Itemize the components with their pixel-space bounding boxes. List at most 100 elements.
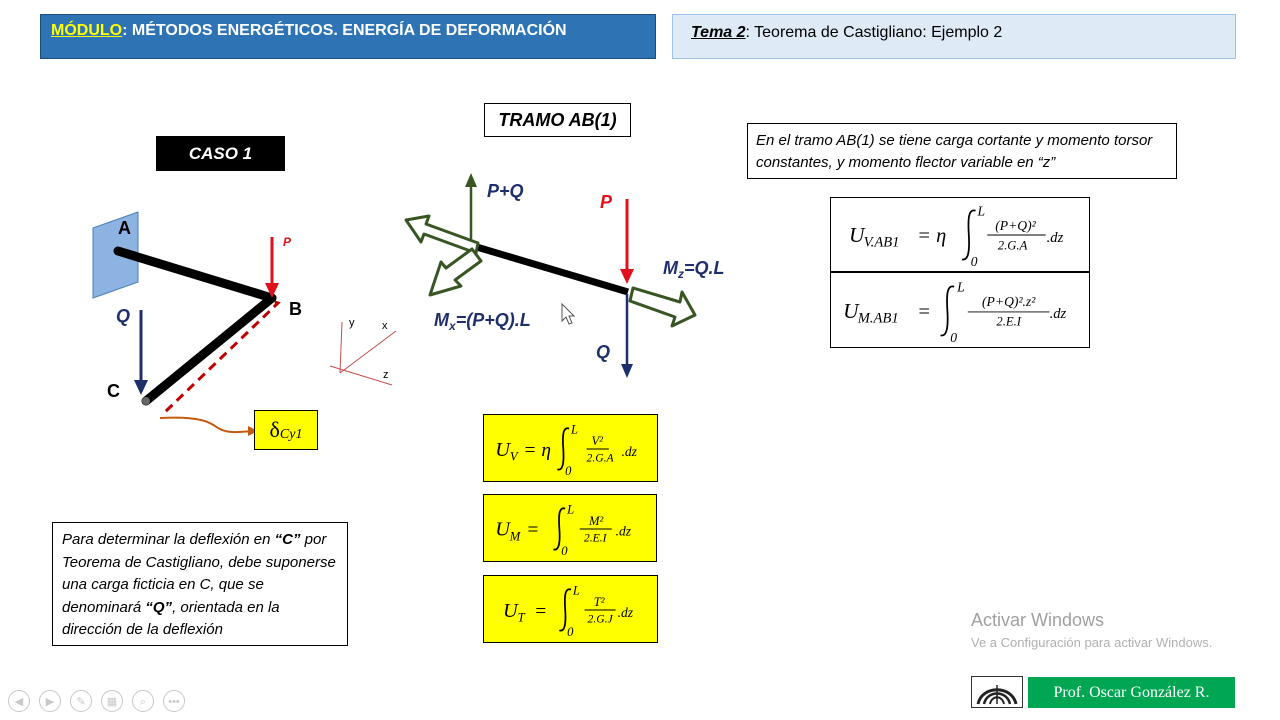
topic-label: Tema 2 (691, 24, 746, 41)
svg-text:U: U (503, 600, 519, 622)
tramo-ab-diagram: P+Q P Q Mz=Q.L Mx=(P+Q).L (404, 173, 725, 378)
university-logo-icon (971, 676, 1023, 708)
svg-text:L: L (570, 422, 578, 436)
svg-text:2.G.J: 2.G.J (588, 613, 614, 626)
delta-symbol: δ (269, 417, 280, 442)
svg-text:U: U (843, 299, 860, 323)
svg-text:0: 0 (971, 254, 978, 269)
load-p-label: P (283, 235, 292, 249)
mouse-cursor-icon (561, 302, 576, 325)
svg-text:.dz: .dz (1050, 306, 1067, 322)
integral-sign (557, 427, 570, 471)
svg-text:0: 0 (565, 464, 572, 478)
pen-icon[interactable]: ✎ (70, 690, 92, 712)
tramo-label: TRAMO AB(1) (484, 103, 631, 137)
next-slide-icon[interactable]: ▶ (39, 690, 61, 712)
load-q-label: Q (116, 306, 130, 326)
fixed-wall (92, 211, 139, 299)
member-bc (141, 293, 277, 406)
delta-subscript: Cy1 (279, 427, 303, 442)
point-a-label: A (118, 218, 131, 238)
topic-title: : Teorema de Castigliano: Ejemplo 2 (745, 24, 1003, 41)
integral-sign (559, 588, 572, 632)
svg-text:2.E.I: 2.E.I (584, 532, 608, 545)
member-ab (113, 246, 277, 303)
previous-slide-icon[interactable]: ◀ (8, 690, 30, 712)
moment-mx-label: Mx=(P+Q).L (434, 310, 531, 333)
force-p-label: P (600, 192, 613, 212)
load-q-arrowhead (134, 380, 148, 395)
axis-y-line (339, 321, 343, 374)
windows-activation-subtitle: Ve a Configuración para activar Windows. (971, 635, 1213, 650)
moment-mz-label: Mz=Q.L (663, 258, 725, 281)
svg-text:V.AB1: V.AB1 (864, 235, 900, 251)
method-note: Para determinar la deflexión en “C” por … (52, 522, 348, 646)
svg-text:L: L (566, 502, 574, 516)
axis-z-line (329, 365, 393, 386)
force-p-arrowhead (620, 269, 634, 284)
formula-um-ab1: U M.AB1 = L 0 (P+Q)².z² 2.E.I .dz (830, 272, 1090, 348)
svg-text:.dz: .dz (616, 524, 632, 539)
module-header: MÓDULO: MÉTODOS ENERGÉTICOS. ENERGÍA DE … (40, 14, 656, 59)
deformed-shape (117, 249, 281, 414)
svg-text:U: U (849, 223, 866, 247)
force-pq-label: P+Q (487, 181, 524, 201)
svg-text:.dz: .dz (618, 605, 634, 620)
svg-text:.dz: .dz (621, 444, 637, 459)
zoom-icon[interactable]: ⌕ (132, 690, 154, 712)
svg-text:M.AB1: M.AB1 (857, 311, 899, 327)
svg-text:(P+Q)²: (P+Q)² (995, 218, 1036, 234)
svg-text:.dz: .dz (1047, 230, 1064, 246)
force-q-label: Q (596, 342, 610, 362)
force-q-arrowhead (621, 364, 633, 378)
svg-text:=: = (534, 601, 547, 622)
svg-text:0: 0 (561, 544, 568, 558)
svg-text:L: L (956, 280, 965, 295)
slideshow-controls: ◀ ▶ ✎ ▦ ⌕ ••• (8, 690, 194, 712)
formula-um: U M = L 0 M² 2.E.I .dz (483, 494, 657, 562)
svg-text:2.G.A: 2.G.A (587, 452, 615, 465)
point-b-label: B (289, 299, 302, 319)
point-c-marker (142, 397, 150, 405)
more-options-icon[interactable]: ••• (163, 690, 185, 712)
module-label: MÓDULO (51, 22, 123, 39)
formula-ut: U T = L 0 T² 2.G.J .dz (483, 575, 658, 643)
author-banner: Prof. Oscar González R. (1028, 677, 1235, 708)
module-title: : MÉTODOS ENERGÉTICOS. ENERGÍA DE DEFORM… (122, 22, 567, 39)
delta-leader-arrowhead (248, 426, 258, 436)
topic-header: Tema 2: Teorema de Castigliano: Ejemplo … (672, 14, 1236, 59)
svg-text:0: 0 (567, 625, 574, 639)
svg-text:M: M (509, 530, 522, 544)
moment-mx-arrow-b (428, 247, 483, 297)
integral-sign (553, 507, 566, 551)
axis-x-label: x (382, 320, 388, 332)
tramo-note: En el tramo AB(1) se tiene carga cortant… (747, 123, 1177, 179)
moment-mx-arrow-a (404, 214, 480, 255)
delta-leader (159, 416, 255, 434)
svg-text:L: L (977, 204, 986, 219)
svg-text:2.E.I: 2.E.I (996, 315, 1021, 329)
windows-activation-title: Activar Windows (971, 610, 1105, 630)
point-c-label: C (107, 381, 120, 401)
svg-text:= η: = η (523, 440, 551, 461)
case1-diagram: A B C P Q y x z (92, 211, 397, 436)
svg-text:L: L (572, 583, 580, 597)
svg-text:(P+Q)².z²: (P+Q)².z² (982, 294, 1036, 310)
svg-text:U: U (495, 439, 511, 461)
svg-text:T: T (518, 611, 526, 625)
svg-text:2.G.A: 2.G.A (998, 239, 1028, 253)
caso-label: CASO 1 (156, 136, 285, 171)
slides-grid-icon[interactable]: ▦ (101, 690, 123, 712)
axis-x-line (339, 330, 397, 374)
formula-uv-ab1: U V.AB1 = η L 0 (P+Q)² 2.G.A .dz (830, 197, 1090, 272)
integral-sign (940, 285, 955, 337)
force-pq-arrowhead (465, 173, 477, 187)
svg-text:0: 0 (950, 330, 957, 345)
svg-text:=: = (917, 301, 931, 323)
svg-text:U: U (495, 519, 511, 541)
svg-text:= η: = η (917, 225, 946, 247)
integral-sign (961, 209, 976, 261)
svg-text:T²: T² (594, 595, 605, 609)
axis-y-label: y (349, 317, 355, 329)
